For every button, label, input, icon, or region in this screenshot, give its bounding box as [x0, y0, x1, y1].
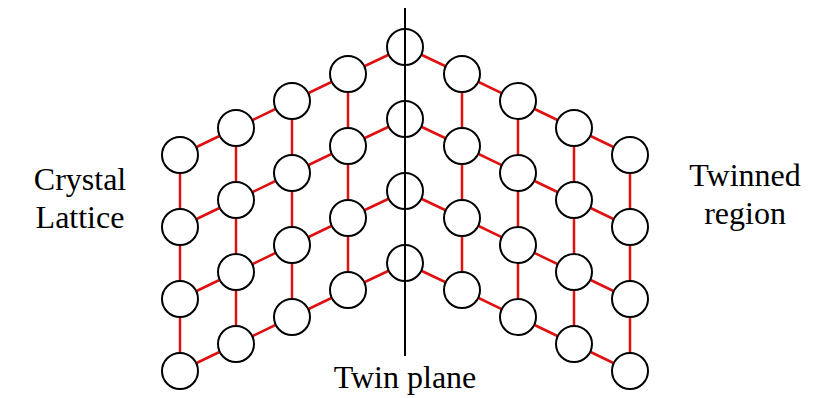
twin-plane-line — [404, 8, 406, 356]
plane-label: Twin plane — [255, 358, 555, 396]
region-label: Twinned region — [666, 156, 824, 232]
region-label: Crystal Lattice — [4, 160, 156, 236]
